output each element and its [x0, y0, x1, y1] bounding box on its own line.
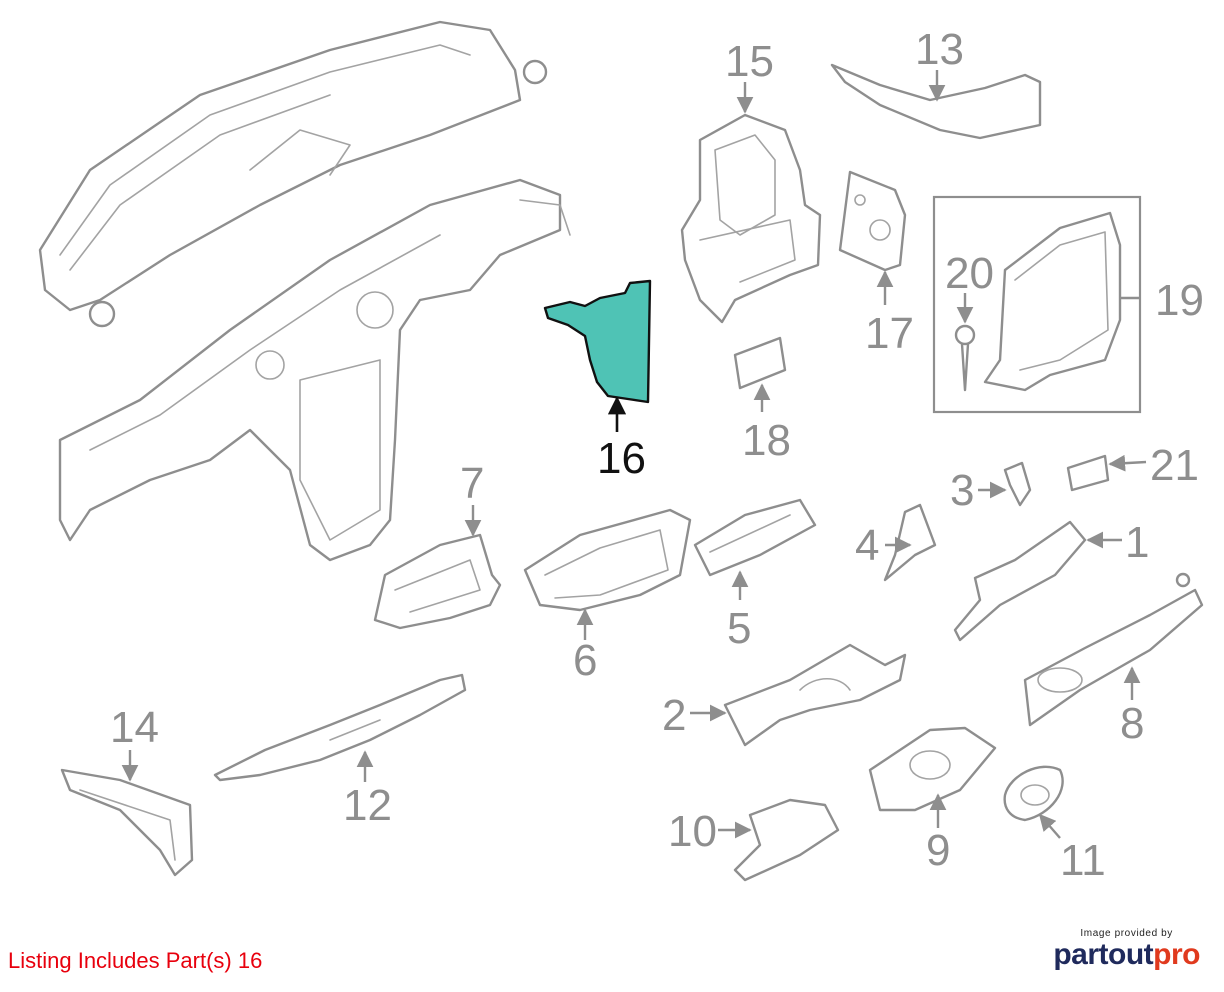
part-19 — [983, 211, 1122, 392]
callout-15: 15 — [725, 37, 774, 86]
callout-5: 5 — [727, 604, 751, 653]
part-17 — [838, 170, 907, 272]
part-12 — [213, 673, 467, 782]
part-7 — [373, 533, 502, 630]
part-1 — [953, 520, 1087, 642]
part-14 — [60, 768, 194, 877]
part-3 — [1003, 461, 1032, 507]
leader-lines — [121, 70, 1147, 839]
part-18 — [733, 336, 787, 390]
part-6 — [523, 508, 692, 612]
callout-9: 9 — [926, 826, 950, 875]
callout-14: 14 — [110, 703, 159, 752]
callout-labels: 15 13 17 18 20 19 21 3 4 1 8 7 6 5 2 9 1… — [110, 25, 1204, 885]
part-19-group-box — [932, 195, 1142, 414]
callout-18: 18 — [742, 416, 791, 465]
callout-19: 19 — [1155, 276, 1204, 325]
callout-12: 12 — [343, 781, 392, 830]
callout-7: 7 — [460, 459, 484, 508]
part-4 — [883, 503, 937, 582]
part-5 — [693, 498, 817, 577]
callout-3: 3 — [950, 466, 974, 515]
callout-1: 1 — [1125, 518, 1149, 567]
callout-20: 20 — [945, 249, 994, 298]
part-10 — [733, 798, 840, 882]
callout-2: 2 — [662, 691, 686, 740]
callout-10: 10 — [668, 807, 717, 856]
part-11 — [1003, 765, 1064, 822]
callout-21: 21 — [1150, 441, 1199, 490]
callout-4: 4 — [855, 521, 879, 570]
part-21 — [1066, 454, 1110, 492]
credit-caption: Image provided by — [1080, 928, 1173, 939]
callout-13: 13 — [915, 25, 964, 74]
callout-8: 8 — [1120, 699, 1144, 748]
callout-16: 16 — [597, 434, 646, 483]
logo-text-part2: pro — [1153, 938, 1200, 971]
part-9 — [868, 726, 997, 812]
part-8 — [1023, 572, 1204, 727]
part-2 — [723, 643, 907, 747]
dashboard-assembly — [38, 20, 571, 562]
image-credit[interactable]: Image provided by partoutpro — [1053, 928, 1200, 971]
logo-text-part1: partout — [1053, 938, 1154, 971]
listing-note: Listing Includes Part(s) 16 — [8, 948, 263, 973]
callout-6: 6 — [573, 636, 597, 685]
partoutpro-logo: partoutpro — [1053, 939, 1200, 971]
callout-17: 17 — [865, 309, 914, 358]
part-16-highlighted[interactable] — [543, 279, 652, 404]
part-15 — [680, 113, 822, 324]
part-20 — [954, 324, 976, 392]
callout-11: 11 — [1060, 836, 1106, 885]
